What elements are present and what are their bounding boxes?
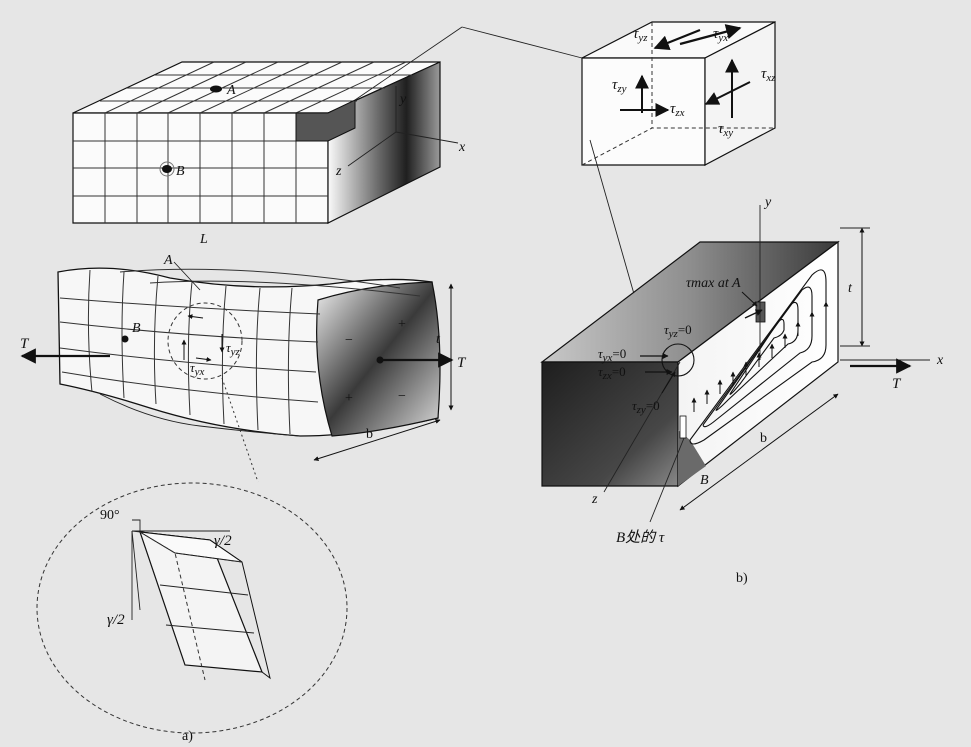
label-tau-zy-zero: τzy=0 (632, 398, 660, 416)
label-axis-y-right: y (763, 195, 772, 210)
label-width-left: b (366, 427, 373, 442)
label-axis-z-top: z (335, 164, 342, 179)
label-thickness-right: t (848, 281, 853, 296)
label-tau-at-b: B处的 τ (616, 529, 665, 546)
label-tau-zx-zero: τzx=0 (598, 364, 626, 382)
label-axis-x-top: x (458, 140, 466, 155)
label-point-b-top: B (176, 164, 185, 179)
label-width-right: b (760, 431, 767, 446)
label-tau-yx-zero: τyx=0 (598, 346, 626, 364)
label-minus-2: − (398, 389, 406, 404)
label-panel-b: b) (736, 571, 748, 586)
label-point-a-twisted: A (163, 253, 173, 268)
label-point-b-right: B (700, 473, 709, 488)
label-thickness-left: t (436, 332, 441, 347)
label-torque-right-bar: T (892, 376, 902, 392)
label-torque-right: T (457, 355, 467, 371)
label-panel-a: a) (182, 729, 193, 744)
shear-strain-detail (36, 482, 348, 734)
leader-line-cube (461, 26, 583, 59)
label-minus-1: − (345, 333, 353, 348)
undeformed-bar (72, 61, 459, 224)
label-cube-tau-zy: τzy (612, 77, 627, 95)
label-tau-max-at-a: τmax at A (686, 276, 741, 291)
leader-line-cube-to-bar (589, 139, 641, 316)
label-point-b-twisted: B (132, 321, 141, 336)
label-twisted-tau-yx: τyx (190, 360, 205, 378)
label-axis-y-top: y (398, 92, 407, 107)
label-cube-tau-xy: τxy (718, 121, 733, 139)
label-gamma-half-left: γ/2 (107, 612, 125, 628)
label-plus-2: + (345, 391, 353, 406)
label-tau-yz-zero: τyz=0 (664, 322, 692, 340)
label-gamma-half-right: γ/2 (214, 533, 232, 549)
label-cube-tau-zx: τzx (670, 101, 685, 119)
label-plus-1: + (398, 317, 406, 332)
label-cube-tau-yz: τyz (633, 26, 648, 44)
stress-distribution-bar (540, 205, 930, 523)
label-twisted-tau-yz: τyz (226, 340, 241, 358)
label-cube-tau-yx: τyx (713, 26, 728, 44)
label-point-a-top: A (226, 83, 236, 98)
label-axis-z-right: z (591, 492, 598, 507)
label-angle-90: 90° (100, 508, 120, 523)
stress-cube (581, 21, 776, 166)
leader-line-top (354, 26, 463, 101)
label-length: L (199, 232, 208, 247)
label-torque-left: T (20, 336, 30, 352)
label-cube-tau-xz: τxz (761, 66, 776, 84)
twisted-bar (20, 261, 454, 483)
label-axis-x-right: x (936, 353, 944, 368)
